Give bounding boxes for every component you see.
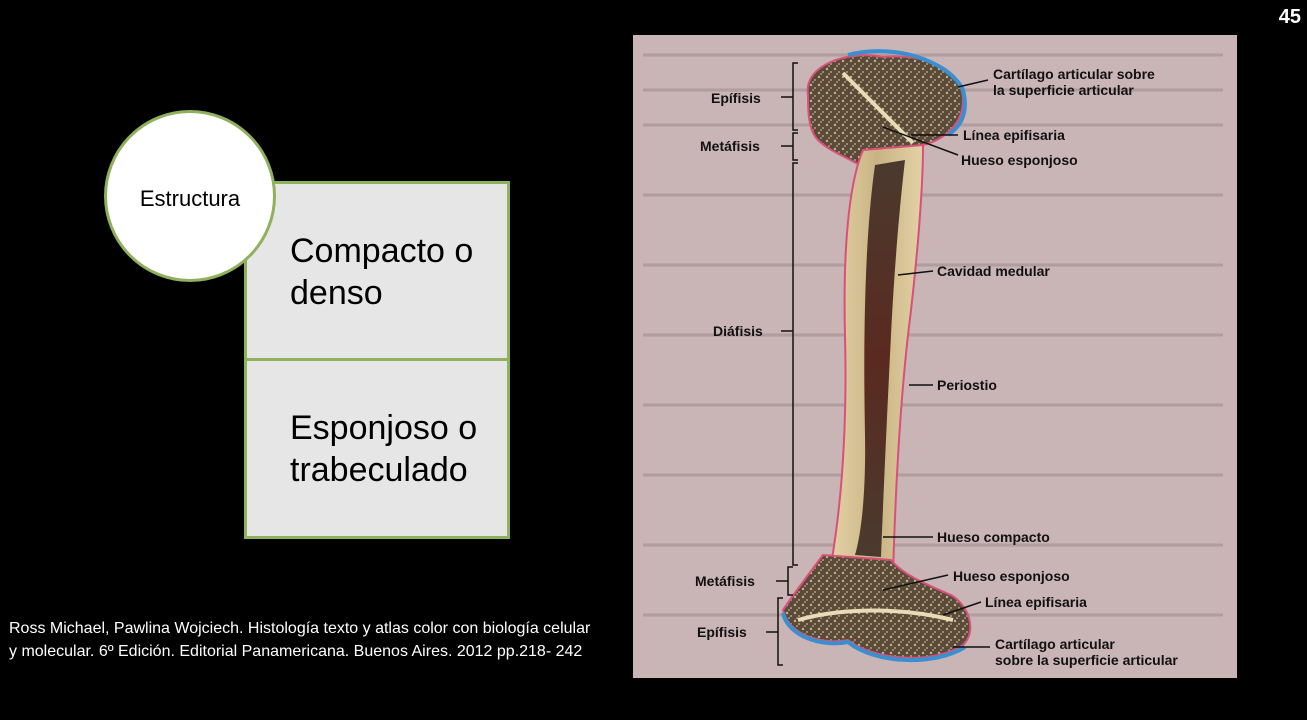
label-diafisis: Diáfisis — [713, 323, 763, 339]
label-cartilago-top-1: Cartílago articular sobre — [993, 66, 1155, 82]
epiphyseal-line-top — [841, 71, 915, 145]
structure-circle: Estructura — [104, 110, 276, 282]
structure-circle-label: Estructura — [139, 186, 241, 211]
structure-item-spongy: Esponjoso o trabeculado — [244, 358, 510, 539]
long-bone-diagram: Epífisis Metáfisis Diáfisis Metáfisis Ep… — [643, 49, 1223, 668]
left-brackets — [766, 62, 798, 666]
label-metafisis-top: Metáfisis — [700, 138, 760, 154]
structure-item-compact: Compacto o denso — [244, 181, 510, 361]
label-linea-bottom: Línea epifisaria — [985, 594, 1087, 610]
label-periostio: Periostio — [937, 377, 997, 393]
bibliographic-reference: Ross Michael, Pawlina Wojciech. Histolog… — [9, 620, 591, 660]
epiphyseal-line-bottom — [797, 608, 954, 622]
background-text-lines — [643, 53, 1223, 617]
label-hueso-esponjoso-top: Hueso esponjoso — [961, 152, 1078, 168]
structure-item-label: Esponjoso o trabeculado — [290, 409, 478, 489]
slide-number: 45 — [1278, 6, 1301, 28]
label-epifisis-top: Epífisis — [711, 90, 761, 106]
label-cartilago-bottom-2: sobre la superficie articular — [995, 652, 1178, 668]
label-epifisis-bottom: Epífisis — [697, 624, 747, 640]
medullary-cavity — [855, 160, 905, 557]
label-linea-top: Línea epifisaria — [963, 127, 1065, 143]
label-cavidad: Cavidad medular — [937, 263, 1050, 279]
label-hueso-esponjoso-bottom: Hueso esponjoso — [953, 568, 1070, 584]
bone-illustration: Epífisis Metáfisis Diáfisis Metáfisis Ep… — [633, 35, 1237, 678]
label-cartilago-top-2: la superficie articular — [993, 82, 1134, 98]
bottom-cartilage — [781, 612, 967, 663]
structure-item-label: Compacto o denso — [290, 232, 474, 312]
bottom-epiphysis — [781, 553, 972, 659]
pointer-lines — [882, 79, 990, 648]
top-cartilage — [847, 49, 967, 137]
label-cartilago-bottom-1: Cartílago articular — [995, 636, 1115, 652]
label-hueso-compacto: Hueso compacto — [937, 529, 1050, 545]
label-metafisis-bottom: Metáfisis — [695, 573, 755, 589]
